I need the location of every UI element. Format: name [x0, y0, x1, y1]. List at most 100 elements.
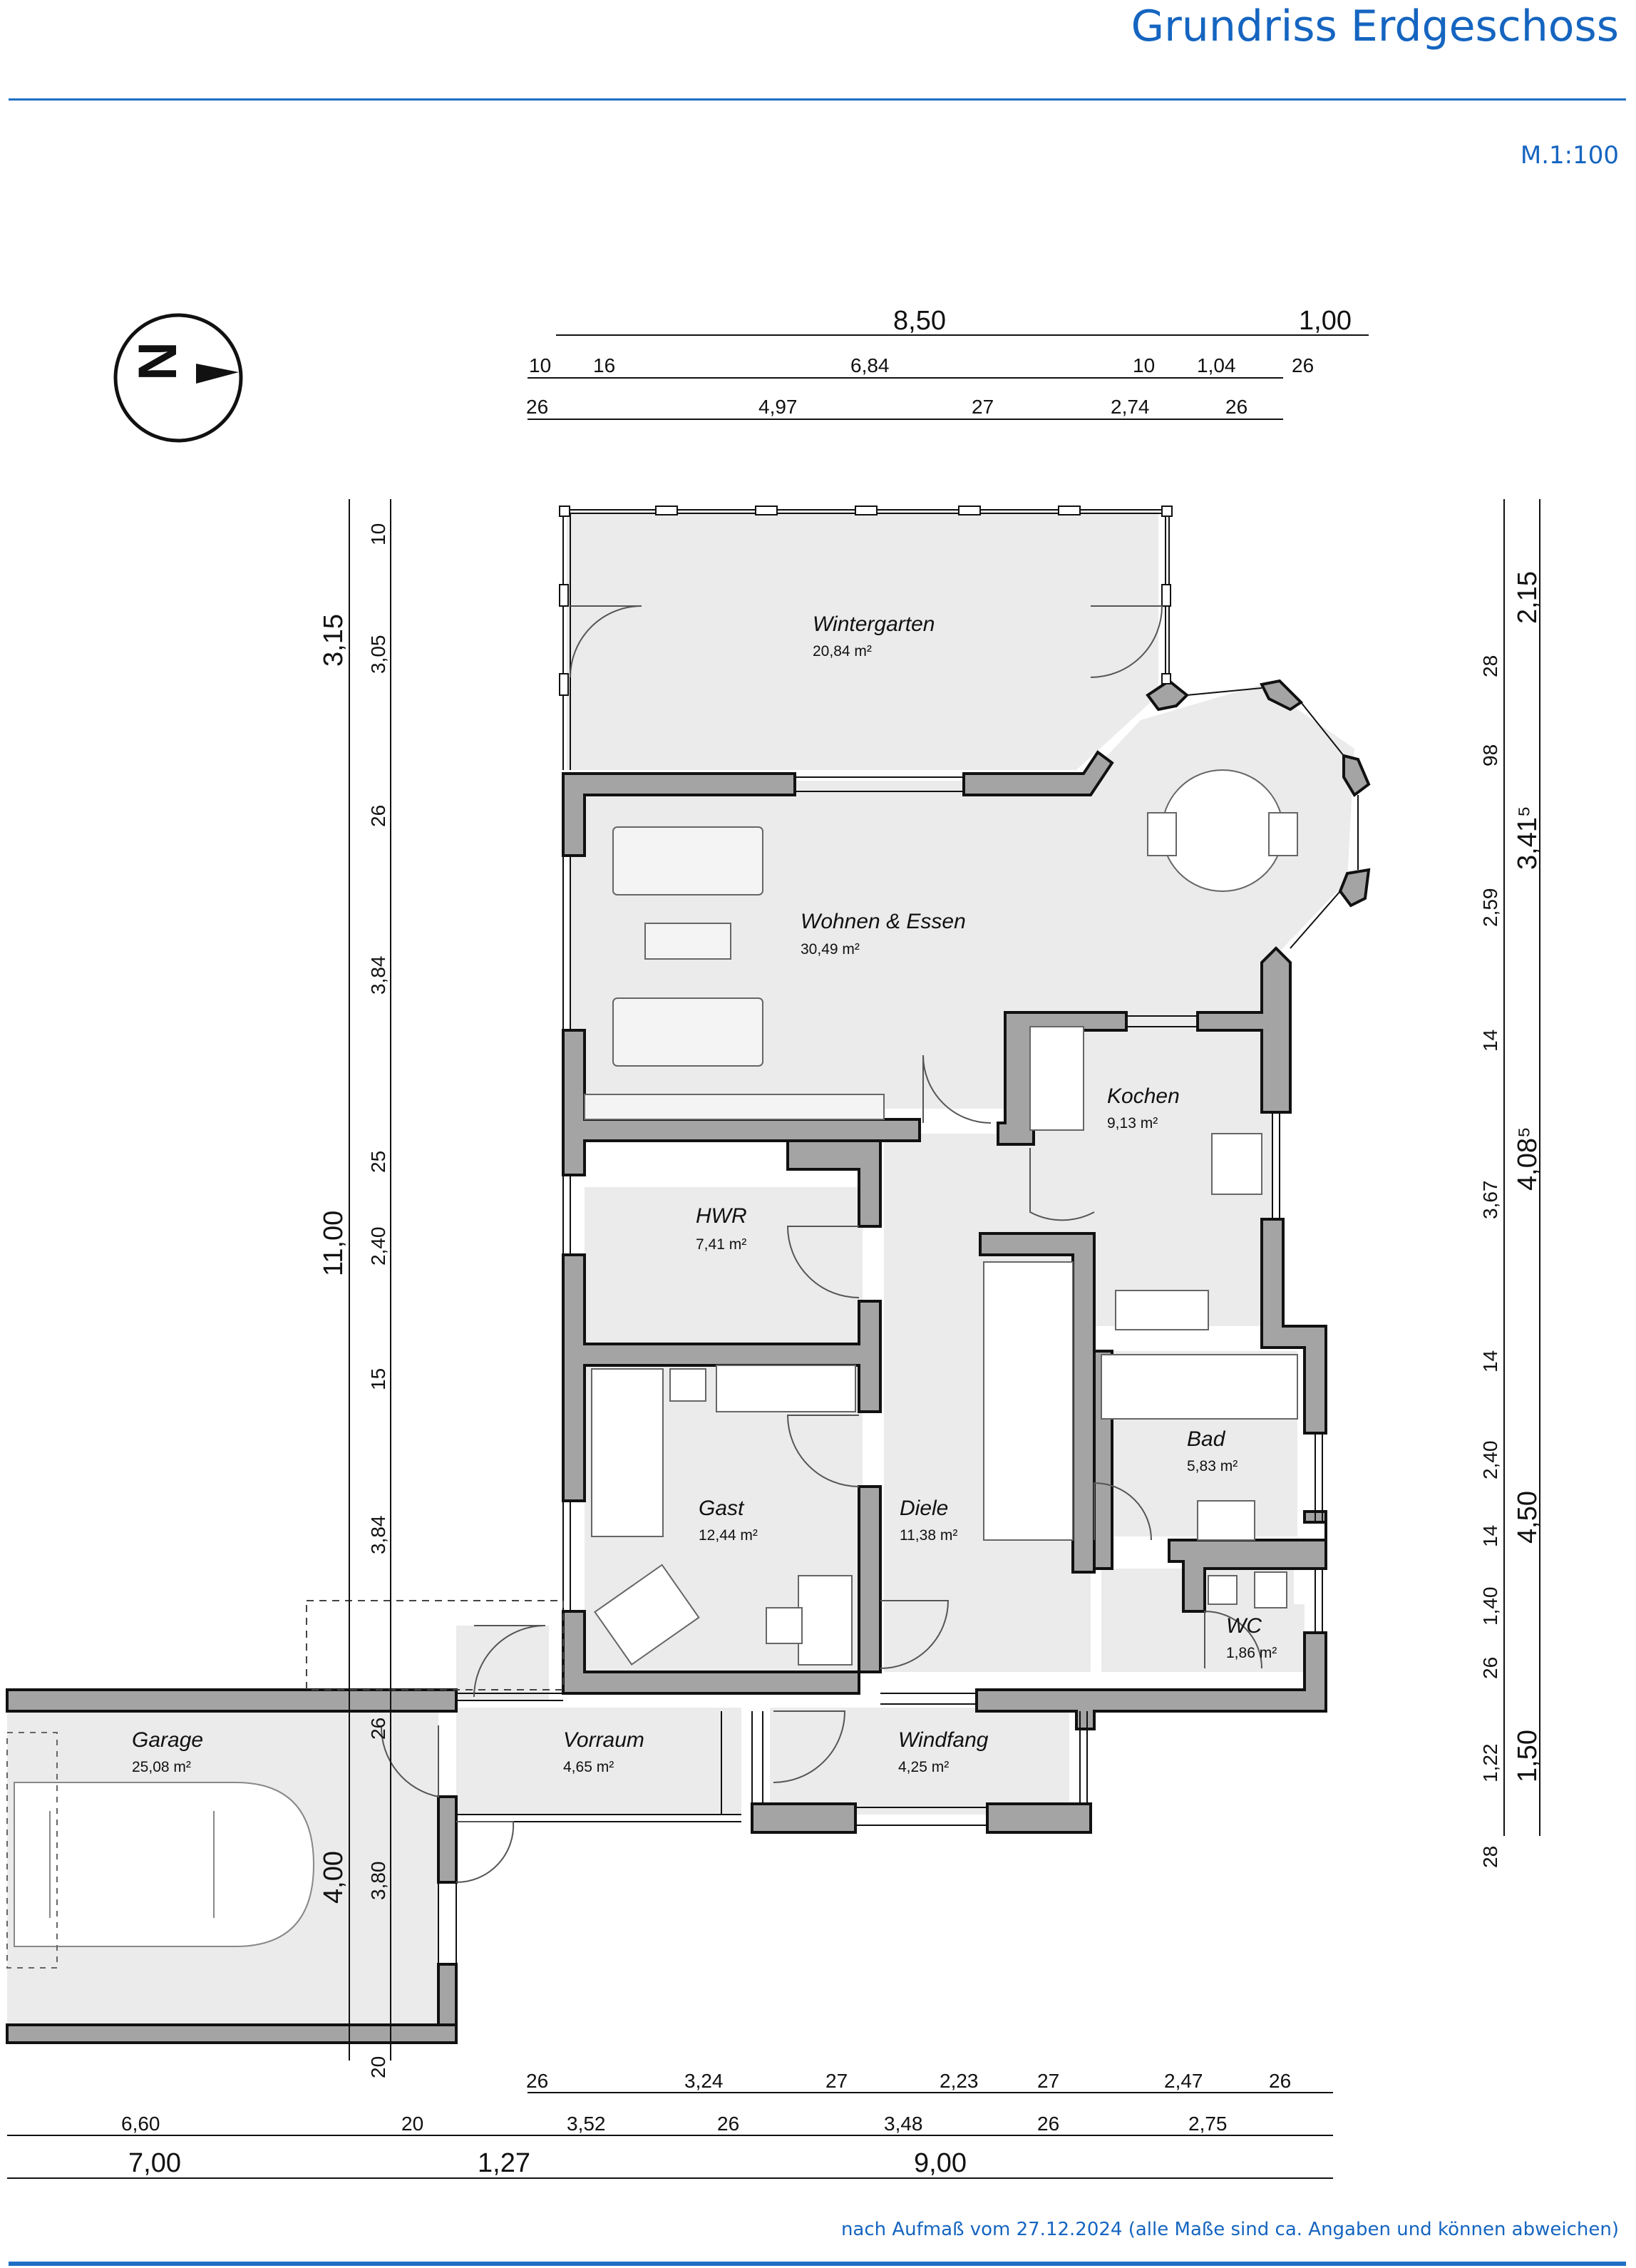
dim-top-r2-1: 16 — [593, 354, 615, 376]
dim-right-detail-6: 2,40 — [1479, 1441, 1501, 1480]
garage-car-icon — [14, 1782, 315, 1947]
dim-top-extra: 1,00 — [1299, 306, 1352, 336]
dim-left-detail-9: 3,80 — [367, 1862, 389, 1901]
room-name-bad: Bad — [1187, 1427, 1226, 1451]
dim-top-total: 8,50 — [893, 306, 946, 336]
room-name-kochen: Kochen — [1107, 1084, 1180, 1108]
dim-right-detail-9: 26 — [1479, 1657, 1501, 1679]
room-name-garage: Garage — [132, 1728, 203, 1752]
furniture — [584, 769, 1298, 1666]
dim-top-r3-3: 2,74 — [1111, 396, 1150, 418]
dim-top-r2-4: 1,04 — [1197, 354, 1236, 376]
dim-left-detail-0: 10 — [367, 523, 389, 545]
dim-right-detail-11: 28 — [1479, 1846, 1501, 1868]
dim-left-upper: 3,15 — [319, 614, 349, 667]
dim-top-r2-3: 10 — [1133, 354, 1155, 376]
dim-bottom-r2-2: 3,52 — [567, 2113, 606, 2135]
walls — [6, 679, 1371, 2044]
dim-right-detail-3: 14 — [1479, 1030, 1501, 1052]
window-posts — [559, 506, 1173, 696]
room-area-wohnen: 30,49 m² — [801, 941, 860, 958]
dim-bottom-r1-1: 3,24 — [684, 2070, 724, 2092]
dimension-lines — [7, 334, 1540, 2179]
room-area-windfang: 4,25 m² — [898, 1759, 949, 1775]
room-area-garage: 25,08 m² — [132, 1759, 191, 1775]
scale-label: M.1:100 — [1520, 141, 1619, 170]
room-name-hwr: HWR — [696, 1204, 747, 1228]
dim-bottom-r3-1: 1,27 — [478, 2148, 530, 2178]
room-name-vorraum: Vorraum — [563, 1728, 644, 1752]
room-name-wohnen: Wohnen & Essen — [801, 910, 966, 933]
room-name-windfang: Windfang — [898, 1728, 989, 1752]
room-area-kochen: 9,13 m² — [1107, 1115, 1158, 1132]
north-arrow-icon: N — [113, 313, 243, 443]
dim-bottom-r3-2: 9,00 — [914, 2148, 967, 2178]
dim-right-detail-8: 1,40 — [1479, 1587, 1501, 1626]
dim-right-big-0: 2,15 — [1513, 571, 1543, 624]
footer-divider — [9, 2262, 1626, 2266]
dim-top-r2-0: 10 — [529, 354, 551, 376]
dim-bottom-r2-3: 26 — [717, 2113, 739, 2135]
dim-top-r3-0: 26 — [526, 396, 548, 418]
dim-right-detail-0: 28 — [1479, 655, 1501, 677]
dim-left-garage: 4,00 — [319, 1851, 349, 1904]
dim-right-detail-10: 1,22 — [1479, 1744, 1501, 1783]
room-name-wintergarten: Wintergarten — [813, 612, 935, 636]
dim-right-detail-1: 98 — [1479, 744, 1501, 766]
dim-top-r2-5: 26 — [1292, 354, 1314, 376]
door-swings — [380, 605, 1262, 1884]
canopy-outline — [306, 1600, 564, 1690]
footer-note: nach Aufmaß vom 27.12.2024 (alle Maße si… — [840, 2219, 1619, 2240]
dim-top-r3-1: 4,97 — [758, 396, 798, 418]
dim-right-detail-4: 3,67 — [1479, 1181, 1501, 1220]
dim-right-big-3: 4,50 — [1513, 1491, 1543, 1544]
dim-left-detail-4: 25 — [367, 1151, 389, 1173]
dim-left-detail-3: 3,84 — [367, 956, 389, 995]
dimension-labels: 8,50 1,00 10 16 6,84 10 1,04 26 26 4,97 … — [121, 306, 1543, 2178]
dim-bottom-r1-3: 2,23 — [940, 2070, 979, 2092]
dim-bottom-r1-2: 27 — [825, 2070, 848, 2092]
room-area-hwr: 7,41 m² — [696, 1236, 746, 1253]
dim-bottom-r2-6: 2,75 — [1188, 2113, 1228, 2135]
page-title: Grundriss Erdgeschoss — [1131, 1, 1619, 51]
dim-bottom-r3-0: 7,00 — [128, 2148, 181, 2178]
dim-right-big-2: 4,08⁵ — [1513, 1127, 1543, 1191]
dim-bottom-r1-6: 26 — [1269, 2070, 1291, 2092]
garage-door — [6, 1732, 58, 1969]
dim-left-detail-6: 15 — [367, 1368, 389, 1390]
dim-right-detail-5: 14 — [1479, 1350, 1501, 1372]
dim-left-detail-8: 26 — [367, 1718, 389, 1740]
dim-left-detail-5: 2,40 — [367, 1227, 389, 1266]
room-area-wc: 1,86 m² — [1226, 1645, 1277, 1661]
dim-left-detail-7: 3,84 — [367, 1516, 389, 1555]
dim-right-detail-2: 2,59 — [1479, 888, 1501, 928]
dim-left-detail-10: 20 — [367, 2056, 389, 2078]
dim-right-detail-7: 14 — [1479, 1525, 1501, 1547]
dim-bottom-r1-5: 2,47 — [1164, 2070, 1203, 2092]
dim-top-r3-4: 26 — [1225, 396, 1247, 418]
room-labels: Wintergarten 20,84 m² Wohnen & Essen 30,… — [132, 612, 1277, 1775]
dim-top-r2-2: 6,84 — [850, 354, 890, 376]
room-area-diele: 11,38 m² — [900, 1527, 957, 1544]
room-area-vorraum: 4,65 m² — [563, 1759, 614, 1775]
dim-bottom-r2-5: 26 — [1037, 2113, 1059, 2135]
compass-label: N — [128, 342, 188, 381]
room-name-gast: Gast — [699, 1497, 745, 1520]
dim-left-detail-1: 3,05 — [367, 635, 389, 674]
dim-bottom-r2-1: 20 — [401, 2113, 423, 2135]
dim-right-big-4: 1,50 — [1513, 1730, 1543, 1782]
room-area-gast: 12,44 m² — [699, 1527, 758, 1544]
dim-bottom-r1-4: 27 — [1037, 2070, 1059, 2092]
room-area-bad: 5,83 m² — [1187, 1458, 1238, 1474]
dim-left-total: 11,00 — [319, 1211, 349, 1276]
room-name-wc: WC — [1226, 1614, 1262, 1638]
dim-bottom-r2-0: 6,60 — [121, 2113, 160, 2135]
room-name-diele: Diele — [900, 1497, 948, 1520]
dim-bottom-r2-4: 3,48 — [884, 2113, 923, 2135]
header-divider — [9, 98, 1626, 101]
dim-top-r3-2: 27 — [972, 396, 994, 418]
room-area-wintergarten: 20,84 m² — [813, 643, 872, 660]
dim-right-big-1: 3,41⁵ — [1513, 806, 1543, 870]
dim-bottom-r1-0: 26 — [526, 2070, 548, 2092]
